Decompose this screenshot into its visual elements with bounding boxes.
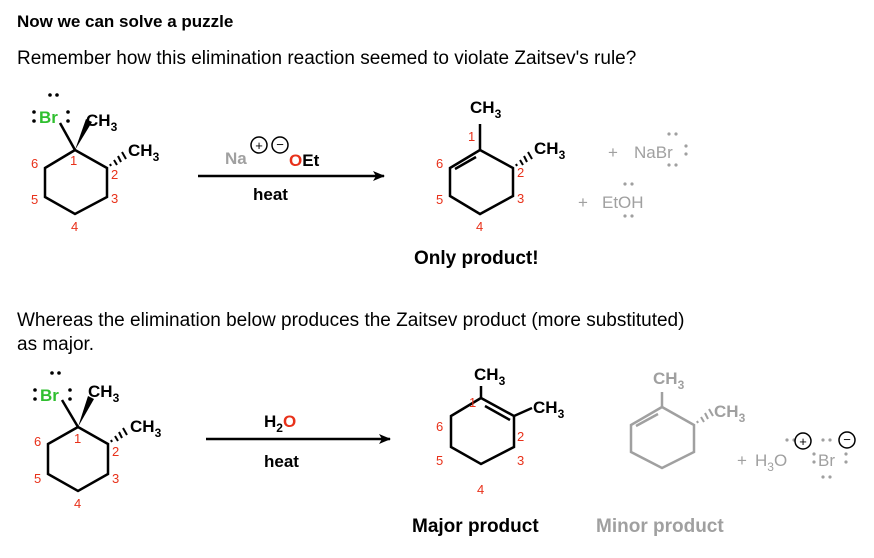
- methyl-label-2: CH3: [130, 417, 162, 440]
- svg-text:3: 3: [112, 471, 119, 486]
- cyclohexene-ring: [629, 405, 696, 470]
- methyl-label-1: CH3: [474, 365, 506, 388]
- minor-product: CH3 CH3: [629, 369, 746, 470]
- c-br-bond: [60, 399, 80, 428]
- minor-product-caption: Minor product: [596, 516, 724, 537]
- bromine-label: Br: [40, 386, 59, 405]
- reagent-2: H2O heat: [264, 412, 299, 471]
- svg-text:1: 1: [468, 129, 475, 144]
- svg-text:+: +: [255, 138, 263, 153]
- carbon-numbering: 1 2 3 4 5 6: [34, 431, 119, 511]
- comparison-text: Whereas the elimination below produces t…: [17, 310, 685, 331]
- svg-text:4: 4: [477, 482, 484, 497]
- wedge-bond: [78, 396, 94, 427]
- methyl-label-1: CH3: [470, 98, 502, 121]
- bromine-label: Br: [39, 108, 58, 127]
- svg-text:6: 6: [31, 156, 38, 171]
- only-product-caption: Only product!: [414, 248, 539, 269]
- byproduct-etoh: + EtOH: [578, 182, 644, 218]
- svg-text:+: +: [608, 143, 618, 162]
- product-1: CH3 CH3 1 2 3 4 5 6: [436, 98, 566, 234]
- reagent-1: Na + − OEt heat: [225, 136, 320, 204]
- cyclohexane-ring: [46, 425, 110, 493]
- hashed-bond: [110, 427, 128, 443]
- water-label: H2O: [264, 412, 296, 435]
- intro-text: Remember how this elimination reaction s…: [17, 48, 637, 69]
- svg-text:2: 2: [517, 165, 524, 180]
- svg-text:5: 5: [34, 471, 41, 486]
- cyclohexene-ring: [448, 148, 515, 216]
- svg-text:2: 2: [517, 429, 524, 444]
- methyl-label-2: CH3: [714, 402, 746, 425]
- double-bond: [484, 404, 511, 422]
- methyl-label-1: CH3: [86, 111, 118, 134]
- svg-text:3: 3: [111, 191, 118, 206]
- methyl-label-2: CH3: [533, 398, 565, 421]
- svg-text:1: 1: [70, 153, 77, 168]
- svg-text:5: 5: [436, 453, 443, 468]
- hashed-bond: [109, 151, 127, 167]
- methyl-bond-2: [513, 406, 533, 418]
- carbon-numbering: 1 2 3 4 5 6: [31, 153, 118, 234]
- carbon-numbering: 1 2 3 4 5 6: [436, 129, 524, 234]
- svg-text:3: 3: [517, 191, 524, 206]
- c-br-bond: [58, 122, 77, 151]
- condition-heat-1: heat: [253, 185, 288, 204]
- svg-text:1: 1: [74, 431, 81, 446]
- minus-charge-icon: [271, 136, 289, 154]
- svg-text:2: 2: [111, 167, 118, 182]
- methyl-label-2: CH3: [128, 141, 160, 164]
- sodium-label: Na: [225, 149, 247, 168]
- hashed-bond: [696, 408, 714, 424]
- svg-text:4: 4: [74, 496, 81, 511]
- bromide-label: Br: [818, 451, 835, 470]
- ethoxide-label: OEt: [289, 151, 320, 170]
- double-bond: [635, 412, 659, 428]
- svg-text:1: 1: [469, 395, 476, 410]
- condition-heat-2: heat: [264, 452, 299, 471]
- plus-charge-icon: [794, 432, 812, 450]
- svg-text:6: 6: [34, 434, 41, 449]
- svg-text:6: 6: [436, 156, 443, 171]
- methyl-label-2: CH3: [534, 139, 566, 162]
- methyl-label-1: CH3: [653, 369, 685, 392]
- byproduct-h3o-br: + H3O + Br −: [737, 431, 856, 479]
- svg-text:6: 6: [436, 419, 443, 434]
- cyclohexene-ring: [449, 396, 516, 466]
- svg-text:−: −: [276, 137, 284, 152]
- cyclohexane-ring: [43, 148, 109, 216]
- major-product: CH3 CH3 1 2 3 4 5 6: [436, 365, 565, 497]
- etoh-label: EtOH: [602, 193, 644, 212]
- hashed-bond: [515, 151, 533, 167]
- starting-material-1: Br CH3 CH3 1 2 3 4 5 6: [31, 93, 160, 234]
- page-heading: Now we can solve a puzzle: [17, 12, 234, 31]
- svg-text:+: +: [799, 434, 807, 449]
- svg-text:+: +: [737, 451, 747, 470]
- svg-text:4: 4: [71, 219, 78, 234]
- double-bond: [454, 155, 477, 171]
- svg-text:+: +: [578, 193, 588, 212]
- hydronium-label: H3O: [755, 451, 787, 474]
- svg-text:4: 4: [476, 219, 483, 234]
- starting-material-2: Br CH3 CH3 1 2 3 4 5 6: [33, 371, 162, 511]
- svg-text:−: −: [843, 432, 851, 447]
- svg-text:3: 3: [517, 453, 524, 468]
- byproduct-nabr: + NaBr: [608, 132, 688, 167]
- carbon-numbering: 1 2 3 4 5 6: [436, 395, 524, 497]
- nabr-label: NaBr: [634, 143, 673, 162]
- svg-text:2: 2: [112, 444, 119, 459]
- minus-charge-icon: [838, 431, 856, 449]
- svg-text:5: 5: [436, 192, 443, 207]
- wedge-bond: [75, 119, 92, 150]
- major-product-caption: Major product: [412, 516, 539, 537]
- plus-charge-icon: [250, 136, 268, 154]
- comparison-text-continued: as major.: [17, 334, 95, 355]
- svg-text:5: 5: [31, 192, 38, 207]
- methyl-label-1: CH3: [88, 382, 120, 405]
